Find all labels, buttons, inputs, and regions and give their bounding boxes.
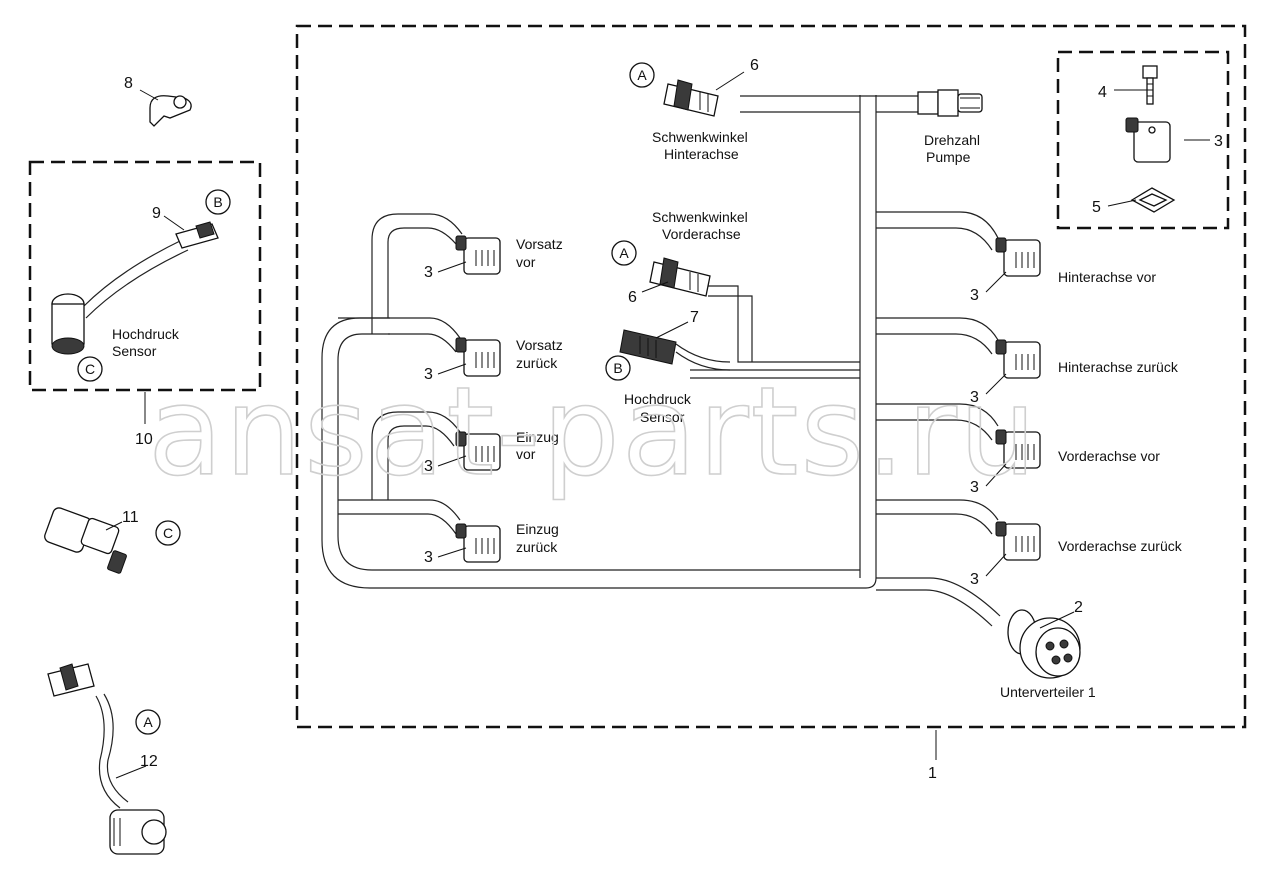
callout-3-vorderachse-zurueck: 3 [970, 571, 979, 588]
callout-7: 7 [690, 309, 699, 326]
callout-numbers: 6 4 3 5 3 3 3 3 3 3 3 3 6 7 2 1 8 9 10 1… [122, 57, 1223, 782]
callout-12: 12 [140, 753, 158, 770]
label-schwenkwinkel-vorderachse-2: Vorderachse [662, 226, 741, 242]
callout-3-vorderachse-vor: 3 [970, 479, 979, 496]
marker-b-left: B [205, 189, 231, 215]
callout-3-einzug-vor: 3 [424, 458, 433, 475]
valve-connector-vorsatz-vor [455, 235, 501, 275]
svg-text:A: A [619, 245, 629, 261]
callout-3-hinterachse-zurueck: 3 [970, 389, 979, 406]
label-schwenkwinkel-hinterachse-1: Schwenkwinkel [652, 129, 748, 145]
marker-a-bottom: A [135, 709, 161, 735]
valve-connector-vorderachse-zurueck [995, 521, 1041, 561]
valve-connector-einzug-zurueck [455, 523, 501, 563]
plug-schwenkwinkel-vorderachse [649, 257, 711, 297]
callout-11: 11 [122, 509, 139, 526]
label-schwenkwinkel-vorderachse-1: Schwenkwinkel [652, 209, 748, 225]
svg-text:B: B [613, 360, 622, 376]
label-einzug-zurueck-2: zurück [516, 539, 558, 555]
label-schwenkwinkel-hinterachse-2: Hinterachse [664, 146, 739, 162]
callout-9: 9 [152, 205, 161, 222]
gasket-part [1130, 187, 1176, 213]
callout-10: 10 [135, 431, 153, 448]
marker-c-left: C [77, 356, 103, 382]
callout-3-einzug-zurueck: 3 [424, 549, 433, 566]
svg-text:A: A [143, 714, 153, 730]
label-pumpe: Pumpe [926, 149, 971, 165]
text-labels: Schwenkwinkel Hinterachse Drehzahl Pumpe… [112, 129, 1183, 700]
label-vorderachse-zurueck: Vorderachse zurück [1058, 538, 1183, 554]
callout-3-vorsatz-zurueck: 3 [424, 366, 433, 383]
marker-c-sensor: C [155, 520, 181, 546]
screw-part [1142, 65, 1158, 105]
callout-2: 2 [1074, 599, 1083, 616]
plug-schwenkwinkel-hinterachse [663, 79, 719, 117]
callout-1: 1 [928, 765, 937, 782]
callout-5: 5 [1092, 199, 1101, 216]
callout-6-top: 6 [750, 57, 759, 74]
label-einzug-vor-2: vor [516, 446, 536, 462]
valve-connector-einzug-vor [455, 431, 501, 471]
label-hinterachse-vor: Hinterachse vor [1058, 269, 1156, 285]
plug-hochdruck-sensor [619, 329, 677, 365]
marker-a-top: A [629, 62, 655, 88]
label-vorsatz-vor-2: vor [516, 254, 536, 270]
connector-kit-box [1056, 50, 1230, 230]
svg-text:C: C [163, 525, 173, 541]
valve-connector-hinterachse-zurueck [995, 339, 1041, 379]
label-hochdruck-sensor-main-1: Hochdruck [624, 391, 692, 407]
clip-part [149, 95, 192, 127]
pressure-sensor-part [44, 507, 127, 574]
label-hochdruck-sensor-detail-1: Hochdruck [112, 326, 180, 342]
svg-text:C: C [85, 361, 95, 377]
label-vorderachse-vor: Vorderachse vor [1058, 448, 1160, 464]
label-drehzahl: Drehzahl [924, 132, 980, 148]
valve-connector-vorderachse-vor [995, 429, 1041, 469]
valve-connector-hinterachse-vor [995, 237, 1041, 277]
callout-3-vorsatz-vor: 3 [424, 264, 433, 281]
callout-8: 8 [124, 75, 133, 92]
label-unterverteiler: Unterverteiler 1 [1000, 684, 1096, 700]
harness-trunk [321, 95, 1001, 627]
marker-a-middle: A [611, 240, 637, 266]
connector-part [1125, 117, 1171, 163]
sensor-assembly-part [51, 221, 219, 355]
svg-text:A: A [637, 67, 647, 83]
valve-connector-vorsatz-zurueck [455, 337, 501, 377]
main-harness-box [295, 24, 1247, 729]
label-hochdruck-sensor-detail-2: Sensor [112, 343, 157, 359]
marker-b-middle: B [605, 355, 631, 381]
watermark: ansat-parts.ru [148, 361, 1038, 503]
speed-sensor-pumpe [917, 89, 983, 117]
sensor-kit-box [28, 160, 262, 392]
label-hinterachse-zurueck: Hinterachse zurück [1058, 359, 1179, 375]
label-einzug-zurueck-1: Einzug [516, 521, 559, 537]
label-hochdruck-sensor-main-2: Sensor [640, 409, 685, 425]
leader-lines [105, 71, 1210, 779]
callout-4: 4 [1098, 84, 1107, 101]
label-vorsatz-zurueck-1: Vorsatz [516, 337, 563, 353]
svg-text:B: B [213, 194, 222, 210]
angle-sensor-part [47, 663, 167, 855]
callout-6-middle: 6 [628, 289, 637, 306]
label-vorsatz-zurueck-2: zurück [516, 355, 558, 371]
label-vorsatz-vor-1: Vorsatz [516, 236, 563, 252]
label-einzug-vor-1: Einzug [516, 429, 559, 445]
main-connector-unterverteiler [1007, 609, 1081, 679]
callout-3-kit: 3 [1214, 133, 1223, 150]
callout-3-hinterachse-vor: 3 [970, 287, 979, 304]
